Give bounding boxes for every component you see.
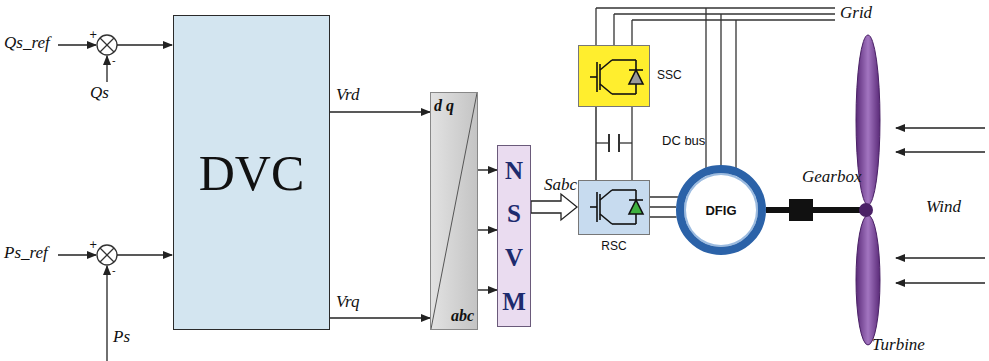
connector	[650, 206, 676, 207]
controller-box: DVC	[173, 15, 330, 330]
modulator-box: N S V M	[497, 145, 531, 327]
signal-label: Qs	[90, 84, 109, 103]
signal-label: Ps	[113, 328, 130, 347]
signal-label: Turbine	[872, 336, 925, 355]
node-text: DFIG	[705, 203, 736, 218]
node-text: SSC	[657, 68, 682, 82]
sign-mark: -	[112, 265, 116, 276]
edge-label: Vrq	[336, 293, 360, 312]
connector	[330, 111, 430, 112]
turbine-rotor	[856, 35, 880, 345]
connector	[478, 289, 497, 290]
signal-label: Wind	[926, 198, 961, 217]
signal-label: Grid	[840, 4, 872, 23]
transform-box: d q abc	[430, 92, 478, 330]
transform-divider	[431, 93, 477, 329]
signal-wire	[58, 45, 172, 361]
converter-box: SSC	[578, 45, 650, 107]
connector	[650, 216, 677, 217]
node-text: d q	[434, 97, 454, 115]
connector	[478, 229, 497, 230]
connector	[478, 169, 497, 170]
sign-mark: +	[89, 239, 97, 250]
summing-junction	[97, 35, 117, 265]
dc-bus-capacitor	[596, 107, 632, 180]
edge-label: Vrd	[336, 86, 360, 105]
igbt-symbol	[590, 190, 643, 224]
gearbox-symbol	[789, 199, 813, 221]
node-text: DVC	[199, 144, 305, 202]
connector	[650, 196, 678, 197]
wind-arrow	[896, 128, 985, 283]
signal-label: Ps_ref	[4, 244, 48, 263]
converter-box: RSC	[578, 180, 650, 235]
switching-signal-arrow	[531, 194, 577, 220]
connector	[330, 317, 430, 318]
generator-circle: DFIG	[676, 165, 766, 255]
sign-mark: +	[89, 29, 97, 40]
edge-label: Sabc	[544, 176, 577, 195]
sign-mark: -	[112, 55, 116, 66]
signal-label: Qs_ref	[4, 34, 50, 53]
signal-label: DC bus	[662, 134, 705, 148]
signal-label: Gearbox	[802, 168, 861, 187]
node-text: N S V M	[502, 149, 527, 324]
igbt-symbol	[590, 60, 643, 94]
connector	[595, 107, 596, 180]
node-text: abc	[451, 307, 474, 325]
node-text: RSC	[579, 239, 649, 253]
shaft	[766, 207, 862, 213]
